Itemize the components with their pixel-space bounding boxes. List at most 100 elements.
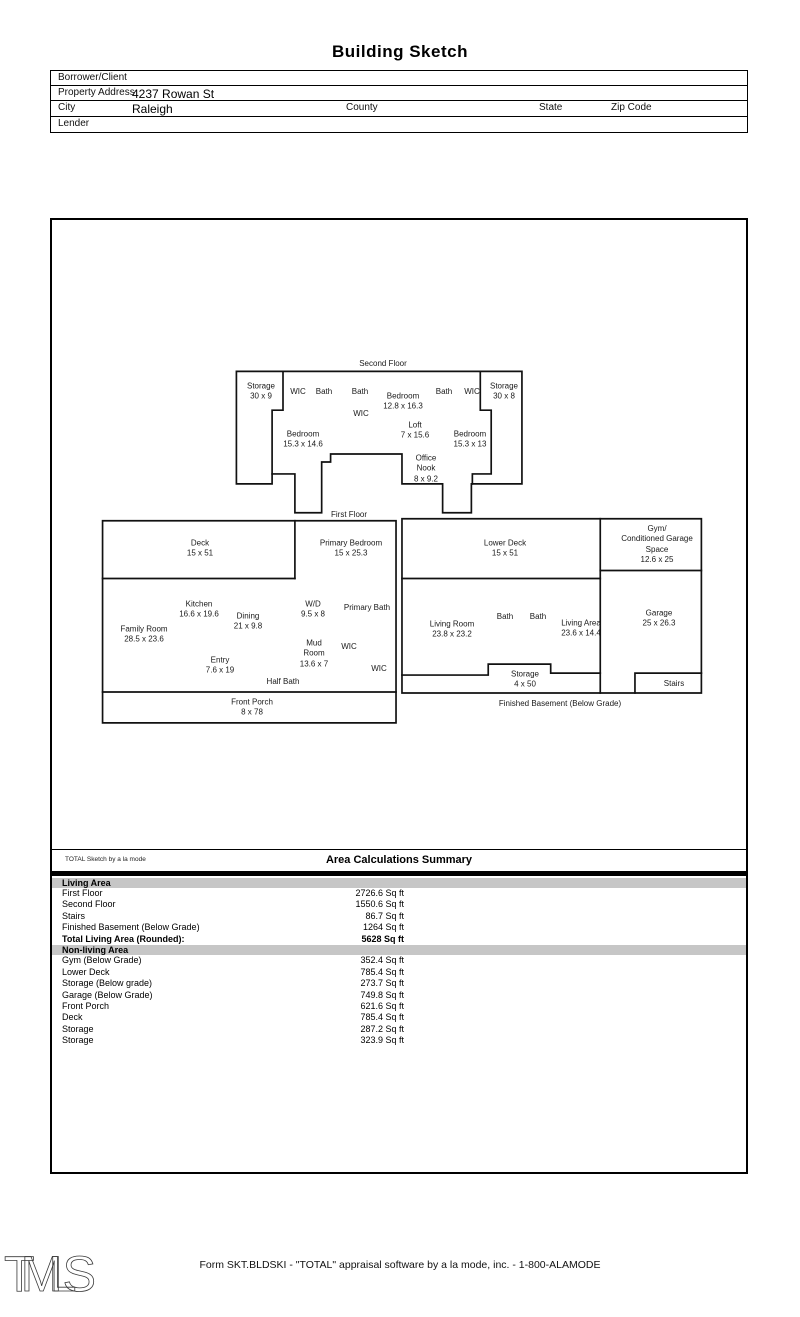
property-info-table: Borrower/Client Property Address 4237 Ro… (50, 70, 748, 133)
lender-row: Lender (51, 116, 747, 132)
row-value: 287.2 Sq ft (360, 1023, 404, 1034)
form-footer: Form SKT.BLDSKI - "TOTAL" appraisal soft… (199, 1259, 601, 1271)
room-label-loft: Loft 7 x 15.6 (400, 420, 430, 440)
borrower-label: Borrower/Client (58, 72, 127, 83)
table-row: First Floor 2726.6 Sq ft (52, 888, 746, 899)
room-label-lower-deck: Lower Deck 15 x 51 (483, 538, 527, 558)
room-label-wic: WIC (464, 386, 480, 396)
row-value: 2726.6 Sq ft (355, 888, 404, 898)
second-floor-storage-right-wall (471, 370, 493, 485)
row-value: 86.7 Sq ft (365, 910, 404, 921)
property-address-value: 4237 Rowan St (132, 87, 215, 101)
lender-label: Lender (58, 118, 90, 129)
table-row: Storage 323.9 Sq ft (52, 1035, 746, 1046)
room-label-storage: Storage 4 x 50 (510, 669, 540, 689)
page-title: Building Sketch (332, 42, 468, 61)
room-label-bath: Bath (435, 386, 453, 396)
row-value: 1264 Sq ft (362, 922, 404, 933)
city-label: City (58, 102, 76, 113)
room-label-front-porch: Front Porch 8 x 78 (231, 697, 273, 717)
room-label-wic: WIC (341, 641, 357, 651)
row-label: First Floor (62, 888, 103, 898)
floorplan-drawing (101, 370, 703, 724)
row-value: 621.6 Sq ft (360, 1001, 404, 1012)
row-value: 785.4 Sq ft (360, 1012, 404, 1023)
area-calculations-summary: TOTAL Sketch by a la mode Area Calculati… (52, 849, 746, 1047)
room-label-bath: Bath (315, 386, 333, 396)
tmls-logo-text: TMLS (4, 1246, 96, 1298)
row-label: Stairs (62, 910, 86, 921)
room-label-dining: Dining 21 x 9.8 (233, 611, 263, 631)
row-label: Garage (Below Grade) (62, 989, 153, 1000)
row-label: Deck (62, 1012, 83, 1023)
table-row: Storage 287.2 Sq ft (52, 1024, 746, 1035)
room-label-mud-room: Mud Room 13.6 x 7 (299, 638, 329, 669)
sketch-credit: TOTAL Sketch by a la mode (65, 856, 146, 863)
zip-label: Zip Code (611, 102, 652, 113)
city-row: City Raleigh County State Zip Code (51, 100, 747, 116)
room-label-office-nook: Office Nook 8 x 9.2 (413, 453, 439, 484)
row-value: 749.8 Sq ft (360, 989, 404, 1000)
row-label: Lower Deck (62, 966, 110, 977)
row-label: Storage (Below grade) (62, 978, 153, 989)
property-address-label: Property Address (58, 87, 135, 98)
table-row: Second Floor 1550.6 Sq ft (52, 899, 746, 910)
row-label: Total Living Area (Rounded): (62, 933, 185, 944)
row-value: 1550.6 Sq ft (355, 899, 404, 910)
living-area-header: Living Area (52, 877, 746, 888)
row-label: Storage (62, 1035, 94, 1046)
property-address-row: Property Address 4237 Rowan St (51, 85, 747, 101)
room-label-primary-bath: Primary Bath (343, 602, 391, 612)
county-label: County (346, 102, 378, 113)
room-label-bedroom: Bedroom 12.8 x 16.3 (383, 391, 423, 411)
table-row: Storage (Below grade) 273.7 Sq ft (52, 978, 746, 989)
second-floor-storage-left-wall (271, 370, 284, 475)
row-label: Second Floor (62, 899, 116, 910)
basement-outline (401, 517, 703, 694)
room-label-entry: Entry 7.6 x 19 (205, 655, 235, 675)
room-label-storage: Storage 30 x 8 (489, 381, 519, 401)
table-row: Garage (Below Grade) 749.8 Sq ft (52, 990, 746, 1001)
room-label-storage: Storage 30 x 9 (246, 381, 276, 401)
nonliving-area-header: Non-living Area (52, 944, 746, 956)
row-label: Gym (Below Grade) (62, 955, 142, 966)
room-label-bath: Bath (529, 611, 547, 621)
basement-stairs-wall (634, 672, 703, 694)
room-label-wic: WIC (371, 663, 387, 673)
summary-divider-bar (52, 871, 746, 876)
basement-title: Finished Basement (Below Grade) (498, 698, 622, 708)
room-label-family-room: Family Room 28.5 x 23.6 (120, 624, 168, 644)
row-label: Storage (62, 1023, 94, 1034)
summary-header: TOTAL Sketch by a la mode Area Calculati… (52, 849, 746, 871)
first-floor-title: First Floor (331, 509, 367, 519)
room-label-garage: Garage 25 x 26.3 (642, 608, 676, 628)
room-label-wic: WIC (353, 408, 369, 418)
sketch-area: Second Floor Storage 30 x 9 WIC Bath Bat… (50, 218, 748, 1174)
row-value: 5628 Sq ft (361, 933, 404, 944)
table-row: Stairs 86.7 Sq ft (52, 911, 746, 922)
room-label-bath: Bath (351, 386, 369, 396)
room-label-wic: WIC (290, 386, 306, 396)
total-living-area-row: Total Living Area (Rounded): 5628 Sq ft (52, 934, 746, 945)
room-label-stairs: Stairs (663, 678, 685, 688)
row-value: 352.4 Sq ft (360, 955, 404, 966)
room-label-bedroom: Bedroom 15.3 x 14.6 (283, 429, 323, 449)
table-row: Gym (Below Grade) 352.4 Sq ft (52, 955, 746, 966)
summary-title: Area Calculations Summary (325, 854, 473, 866)
room-label-living-area: Living Area 23.6 x 14.4 (561, 618, 601, 638)
table-row: Lower Deck 785.4 Sq ft (52, 967, 746, 978)
borrower-row: Borrower/Client (51, 71, 747, 85)
room-label-bedroom: Bedroom 15.3 x 13 (453, 429, 487, 449)
second-floor-title: Second Floor (359, 358, 407, 368)
room-label-bath: Bath (496, 611, 514, 621)
row-label: Finished Basement (Below Grade) (62, 922, 200, 933)
room-label-living-room: Living Room 23.8 x 23.2 (429, 619, 475, 639)
row-value: 785.4 Sq ft (360, 966, 404, 977)
basement-storage-wall (401, 663, 602, 676)
first-floor-outline (101, 519, 397, 724)
row-value: 273.7 Sq ft (360, 978, 404, 989)
state-label: State (539, 102, 563, 113)
room-label-kitchen: Kitchen 16.6 x 19.6 (179, 599, 219, 619)
table-row: Front Porch 621.6 Sq ft (52, 1001, 746, 1012)
